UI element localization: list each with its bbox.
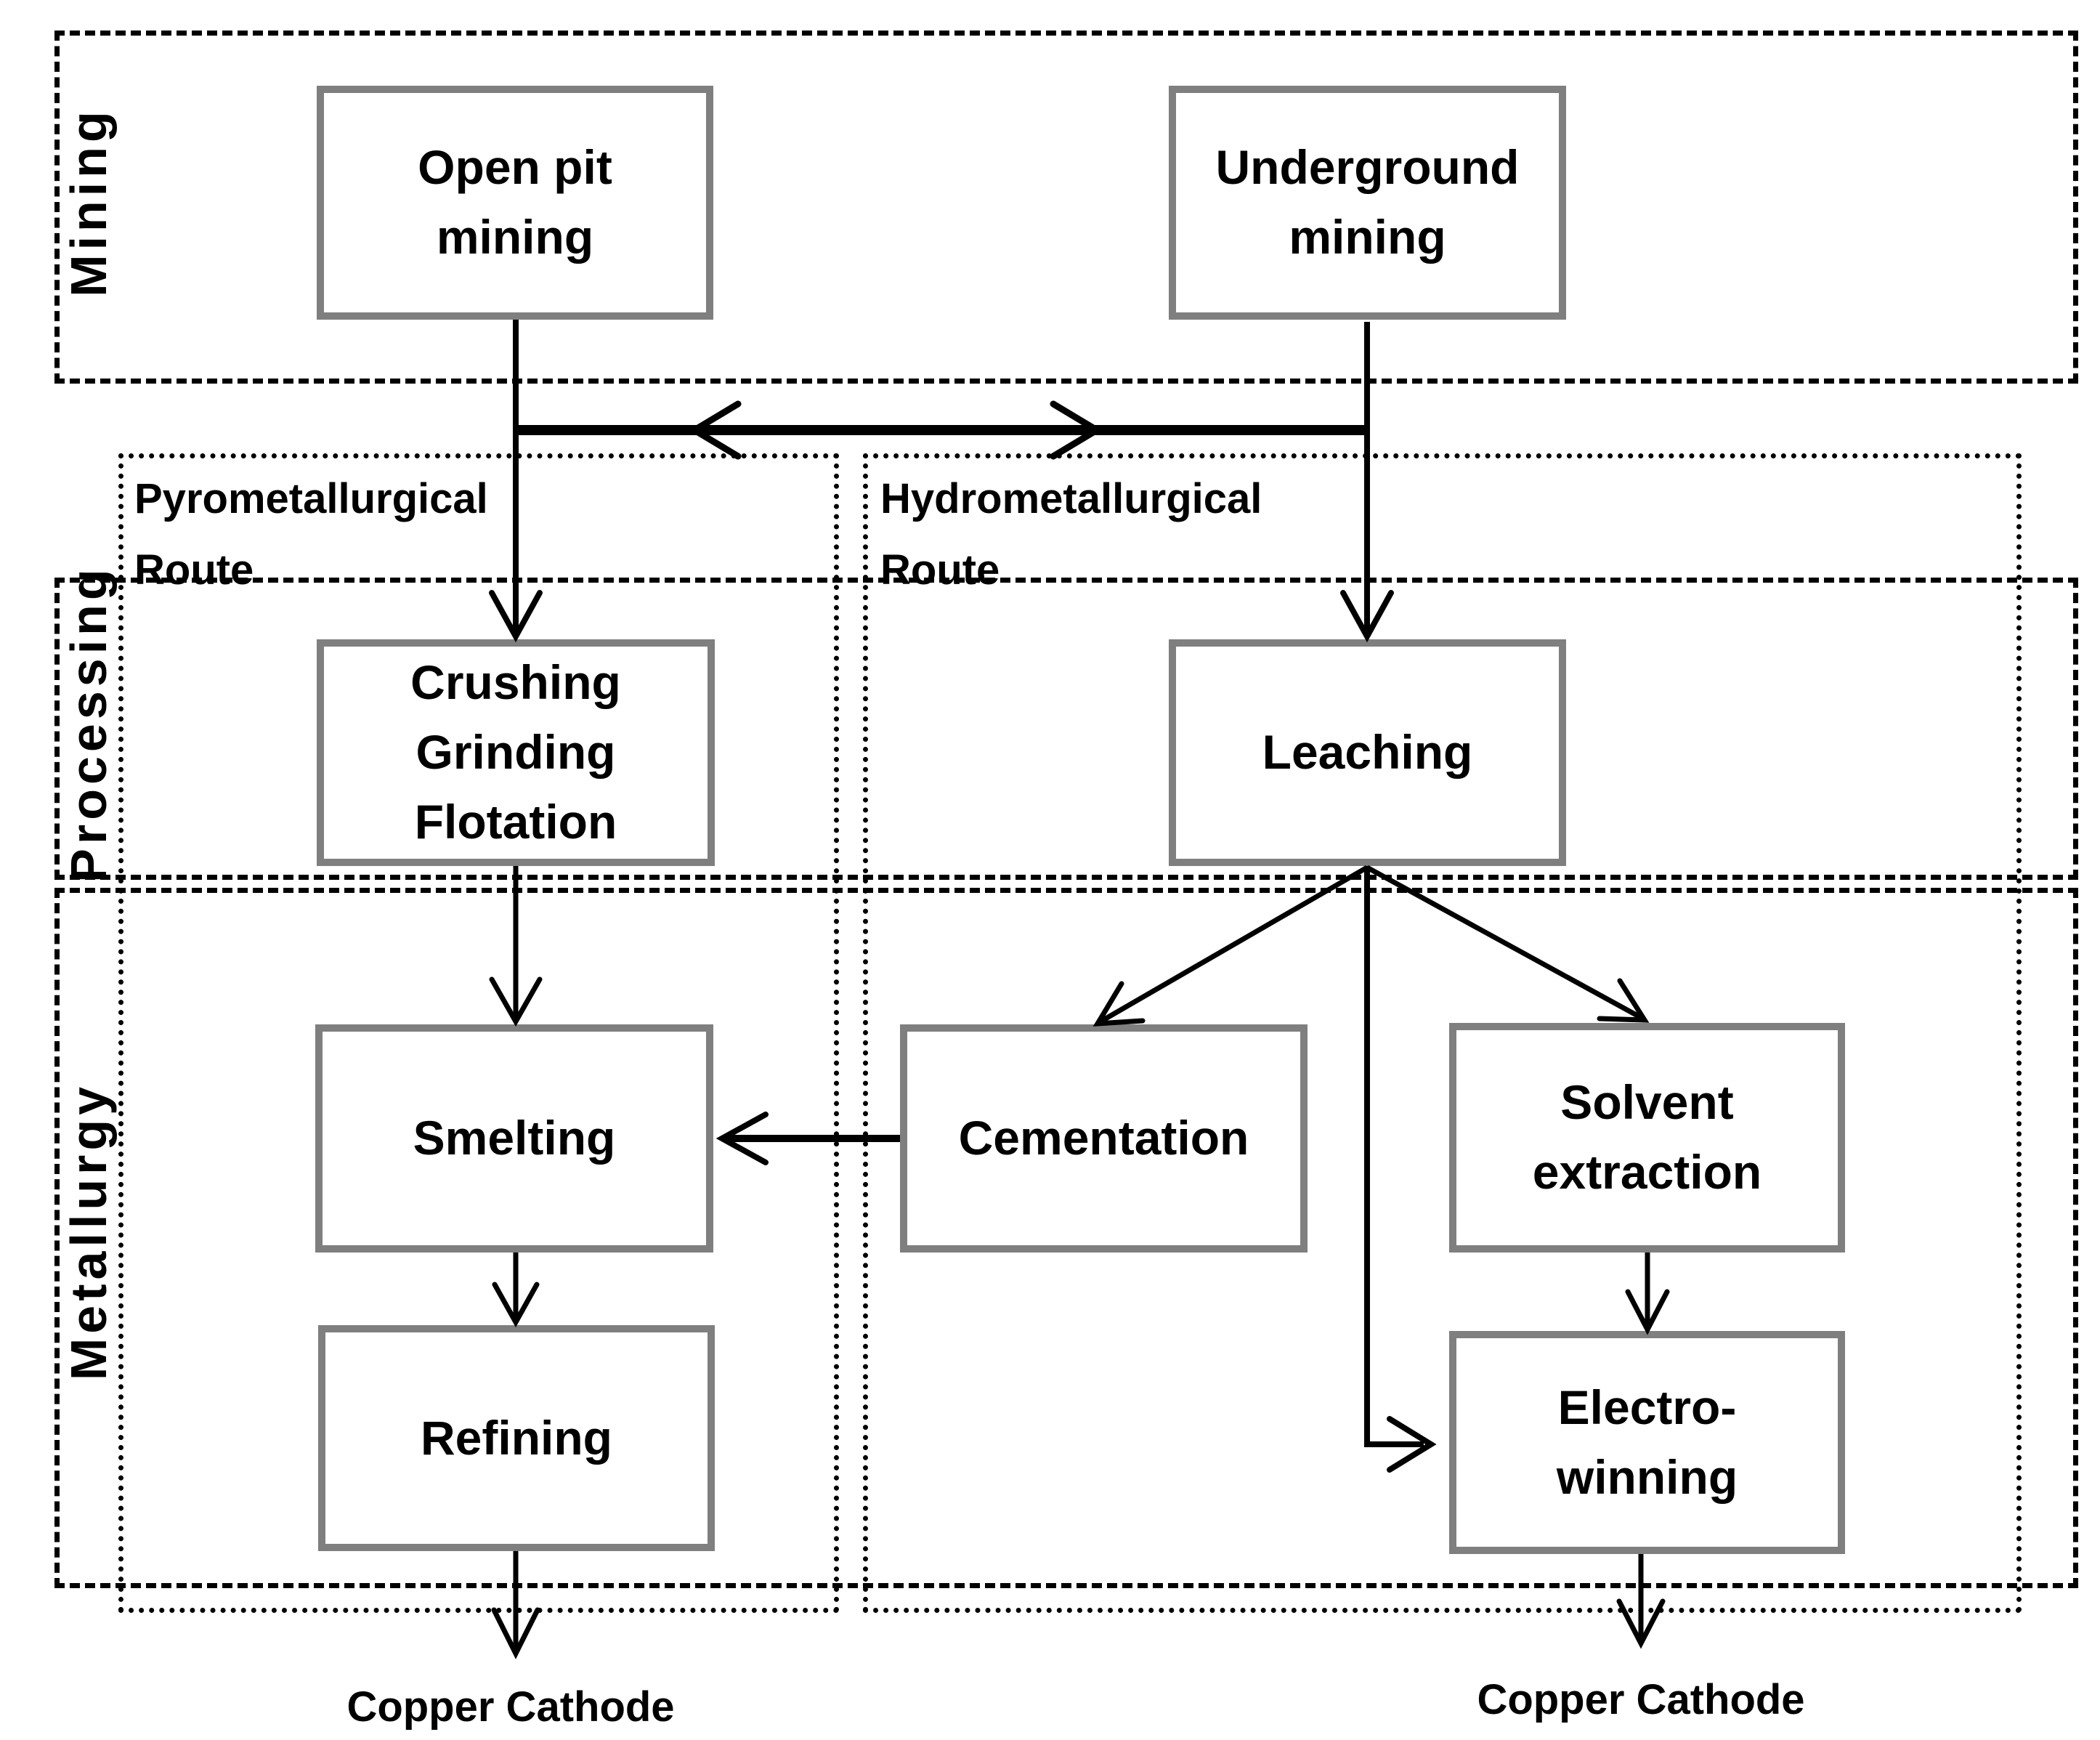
refining-node: Refining xyxy=(318,1325,715,1551)
crushing-grinding-flotation-node: Crushing Grinding Flotation xyxy=(317,639,715,866)
pyrometallurgical-route-label: Pyrometallurgical Route xyxy=(134,475,488,594)
mining-region-label: Mining xyxy=(60,107,117,297)
pyrometallurgical-route-box xyxy=(118,453,839,1613)
open-pit-mining-node: Open pit mining xyxy=(317,86,713,320)
processing-region-box xyxy=(54,578,2078,880)
copper-cathode-label-hydro: Copper Cathode xyxy=(1477,1676,1805,1723)
mining-region-box xyxy=(54,31,2078,384)
underground-mining-node: Underground mining xyxy=(1169,86,1566,320)
arrow-bidirectional-crossover xyxy=(516,400,1367,460)
cementation-node: Cementation xyxy=(900,1024,1308,1253)
solvent-extraction-node: Solvent extraction xyxy=(1449,1023,1845,1253)
copper-cathode-label-pyro: Copper Cathode xyxy=(346,1683,675,1731)
smelting-node: Smelting xyxy=(315,1024,713,1253)
leaching-node: Leaching xyxy=(1169,639,1566,866)
metallurgy-region-label: Metallurgy xyxy=(60,1082,117,1381)
metallurgy-region-box xyxy=(54,888,2078,1588)
processing-region-label: Processing xyxy=(60,565,117,883)
hydrometallurgical-route-label: Hydrometallurgical Route xyxy=(880,475,1262,594)
electrowinning-node: Electro- winning xyxy=(1449,1331,1845,1554)
hydrometallurgical-route-box xyxy=(863,453,2022,1613)
